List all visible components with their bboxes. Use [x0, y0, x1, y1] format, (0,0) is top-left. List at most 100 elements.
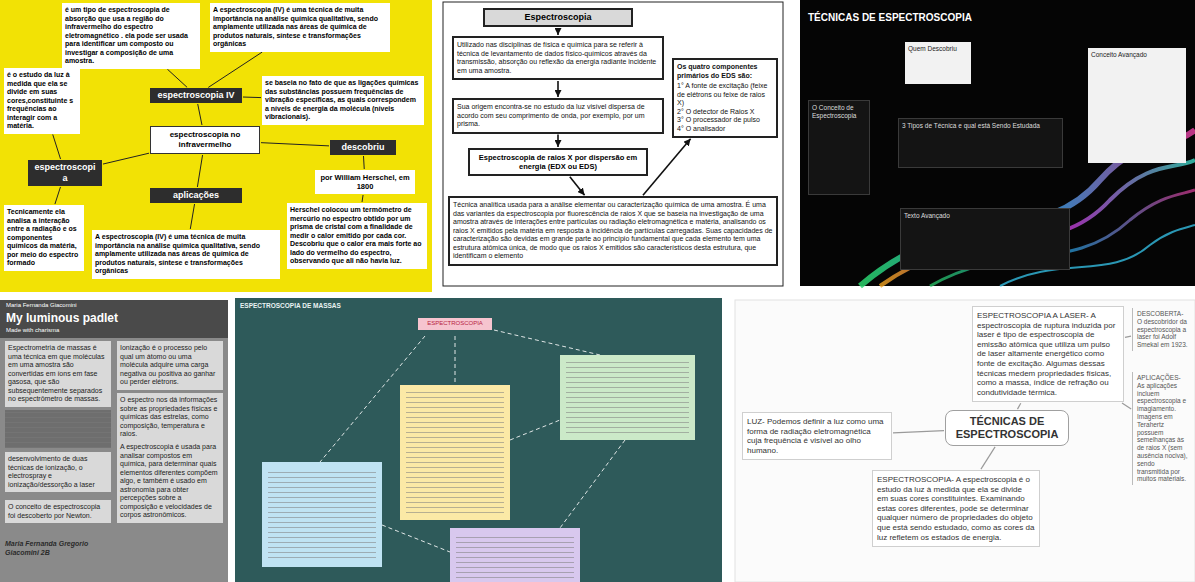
texture-image	[5, 410, 111, 448]
panel-title: ESPECTROSCOPIA DE MASSAS	[240, 302, 440, 310]
node-text: A espectroscopia é usada para analisar c…	[120, 443, 220, 520]
node-text: desenvolvimento de duas técnicas de ioni…	[8, 455, 108, 489]
node-text: DESCOBERTA- O descobridor da espectrosco…	[1137, 310, 1188, 349]
board-subtitle: Made with charisma	[6, 327, 216, 334]
process-box: Sua origem encontra-se no estudo da luz …	[452, 98, 664, 134]
connector	[55, 187, 61, 204]
panel-background	[235, 298, 722, 582]
node-text: espectroscopia	[32, 162, 98, 184]
note-box: é o estudo da luz à medida que ela se di…	[4, 68, 80, 134]
panel-background	[0, 0, 432, 292]
list-box: Os quatro componentes primários do EDS s…	[672, 58, 778, 138]
node-text: Conceito Avançado	[1091, 51, 1183, 59]
connector	[557, 135, 559, 148]
node-text: 2° O detector de Raios X	[677, 108, 773, 117]
connector	[363, 156, 365, 169]
node-text: O Conceito de Espectroscopia	[812, 104, 866, 120]
node-text: TÉCNICAS DE ESPECTROSCOPIA	[950, 415, 1064, 441]
note-box: A espectroscopia (IV) é uma técnica de m…	[92, 230, 280, 279]
node-text: é um tipo de espectroscopia de absorção …	[65, 6, 197, 66]
padlet-post: Ionização é o processo pelo qual um átom…	[117, 341, 223, 390]
central-topic: espectroscopia no infravermelho	[150, 126, 260, 154]
note-box: A espectroscopia (IV) é uma técnica de m…	[210, 3, 390, 52]
text-card: 3 Tipos de Técnica e qual está Sendo Est…	[898, 118, 1063, 168]
node-text: por William Herschel, em 1800	[318, 173, 412, 191]
connector	[1122, 403, 1131, 409]
node-text: 3° O processador de pulso	[677, 116, 773, 125]
node-text: descobriu	[334, 142, 392, 153]
node-text: O espectro nos dá informações sobre as p…	[120, 396, 220, 439]
topic-box: LUZ- Podemos definir a luz como uma form…	[742, 412, 892, 460]
node-text: Herschel colocou um termômetro de mercúr…	[290, 206, 424, 266]
note-box: Tecnicamente ela analisa a interação ent…	[4, 205, 84, 271]
connector	[190, 204, 194, 229]
texture-image	[5, 410, 111, 448]
connector	[261, 143, 329, 146]
topic-node: descobriu	[330, 140, 396, 155]
node-text: 1° A fonte de excitação (feixe de elétro…	[677, 82, 773, 108]
note-card	[262, 355, 695, 582]
node-text: Ionização é o processo pelo qual um átom…	[120, 344, 220, 387]
central-topic: TÉCNICAS DE ESPECTROSCOPIA	[945, 410, 1069, 446]
connector	[53, 134, 61, 159]
padlet-post: A espectroscopia é usada para analisar c…	[117, 440, 223, 523]
connector	[1125, 336, 1131, 337]
note-box: se baseia no fato de que as ligações quí…	[262, 76, 424, 125]
topic-node: espectroscopia	[28, 160, 102, 186]
node-text: Tecnicamente ela analisa a interação ent…	[7, 208, 81, 268]
node-text: ESPECTROSCOPIA- A espectroscopia é o est…	[877, 475, 1035, 542]
node-text: A espectroscopia (IV) é uma técnica de m…	[95, 233, 277, 276]
padlet-post: O espectro nos dá informações sobre as p…	[117, 393, 223, 442]
process-box: Espectroscopia de raios X por dispersão …	[468, 148, 648, 176]
text-card: Conceito Avançado	[1088, 48, 1186, 163]
board-title: My luminous padlet	[6, 311, 216, 325]
node-text: ESPECTROSCOPIA	[420, 320, 490, 328]
connector	[197, 155, 202, 187]
node-text: espectroscopia IV	[154, 90, 238, 101]
node-text: A espectroscopia (IV) é uma técnica de m…	[213, 6, 387, 49]
node-text: Espectroscopia	[487, 12, 629, 23]
node-text: ESPECTROSCOPIA A LASER- A espectroscopia…	[977, 311, 1119, 397]
node-text: Sua origem encontra-se no estudo da luz …	[457, 103, 659, 129]
node-text: Os quatro componentes primários do EDS s…	[677, 63, 773, 80]
connector	[570, 177, 585, 195]
connector	[557, 81, 559, 97]
connector	[557, 28, 559, 35]
author-signature: Maria Fernanda Gregorio Giacomini 2B	[5, 540, 111, 557]
node-text: APLICAÇÕES- As aplicações incluem espect…	[1137, 374, 1188, 483]
connector	[208, 52, 262, 87]
text-card: O Conceito de Espectroscopia	[808, 100, 870, 195]
connector	[1017, 403, 1020, 409]
connector	[103, 153, 149, 164]
node-text: Espectrometria de massas é uma técnica e…	[8, 344, 108, 404]
text-card: Quem Descobriu	[905, 42, 971, 84]
panel-background	[800, 0, 1195, 286]
topic-box: ESPECTROSCOPIA- A espectroscopia é o est…	[872, 470, 1040, 547]
node-text: se baseia no fato de que as ligações quí…	[265, 79, 421, 122]
node-text: Utilizado nas disciplinas de física e qu…	[457, 41, 659, 75]
node-text: espectroscopia no infravermelho	[154, 130, 256, 150]
padlet-post: desenvolvimento de duas técnicas de ioni…	[5, 452, 111, 492]
node-text: 4° O analisador	[677, 125, 773, 134]
connector	[167, 69, 187, 87]
node-text: Texto Avançado	[904, 212, 1066, 220]
connector	[198, 104, 202, 125]
connector	[981, 447, 995, 469]
node-text: é o estudo da luz à medida que ela se di…	[7, 71, 77, 131]
node-text: O conceito de espectroscopia foi descobe…	[8, 503, 108, 520]
note-box: por William Herschel, em 1800	[315, 170, 415, 194]
node-text: Quem Descobriu	[908, 45, 968, 53]
author-name: Maria Fernanda Giacomini	[6, 302, 216, 309]
panel-background	[735, 300, 1195, 582]
topic-node: aplicações	[150, 188, 242, 203]
topic-box: ESPECTROSCOPIA A LASER- A espectroscopia…	[972, 306, 1124, 402]
topic-node: espectroscopia IV	[150, 88, 242, 103]
note-box: Herschel colocou um termômetro de mercúr…	[287, 203, 427, 269]
central-topic: ESPECTROSCOPIA	[418, 318, 492, 330]
node-text: 3 Tipos de Técnica e qual está Sendo Est…	[902, 122, 1059, 130]
connector	[893, 431, 944, 433]
panel-background	[443, 2, 783, 286]
process-box: Espectroscopia	[483, 8, 633, 27]
